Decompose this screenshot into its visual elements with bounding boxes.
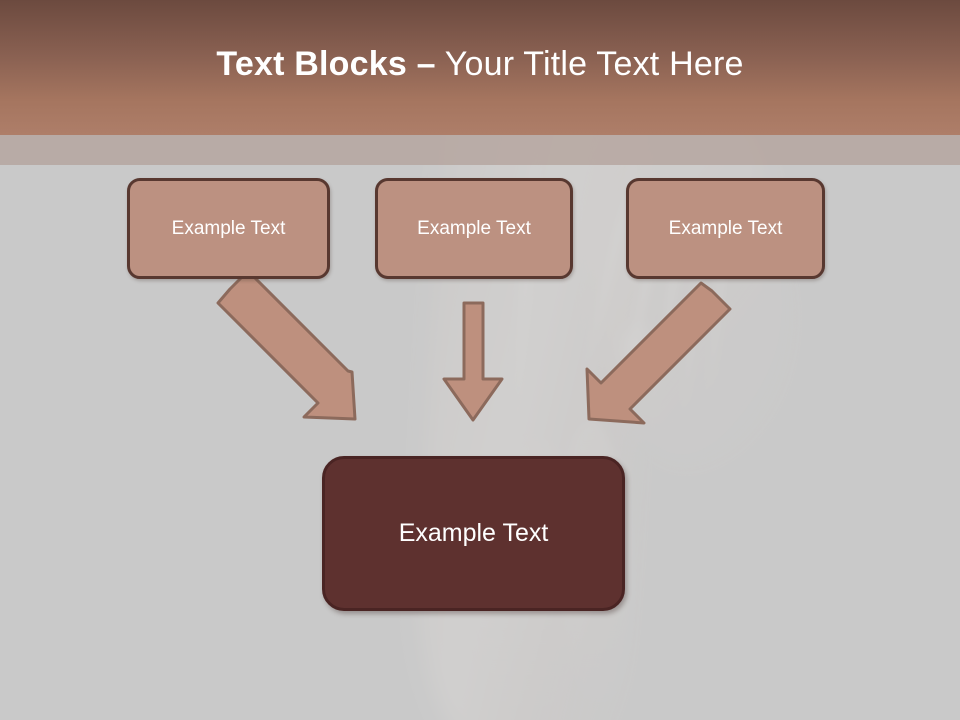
text-block-2-label: Example Text [417, 217, 531, 239]
text-block-result[interactable]: Example Text [322, 456, 625, 611]
page-title: Text Blocks – Your Title Text Here [216, 45, 743, 90]
text-block-1[interactable]: Example Text [127, 178, 330, 279]
slide-header: Text Blocks – Your Title Text Here [0, 0, 960, 135]
text-block-1-label: Example Text [171, 217, 286, 239]
text-block-3-label: Example Text [668, 217, 783, 239]
page-title-strong: Text Blocks – [216, 45, 436, 83]
page-title-light: Your Title Text Here [444, 45, 744, 83]
text-block-2[interactable]: Example Text [375, 178, 573, 279]
text-block-result-label: Example Text [398, 519, 549, 547]
text-block-3[interactable]: Example Text [626, 178, 825, 279]
header-accent-band [0, 135, 960, 165]
